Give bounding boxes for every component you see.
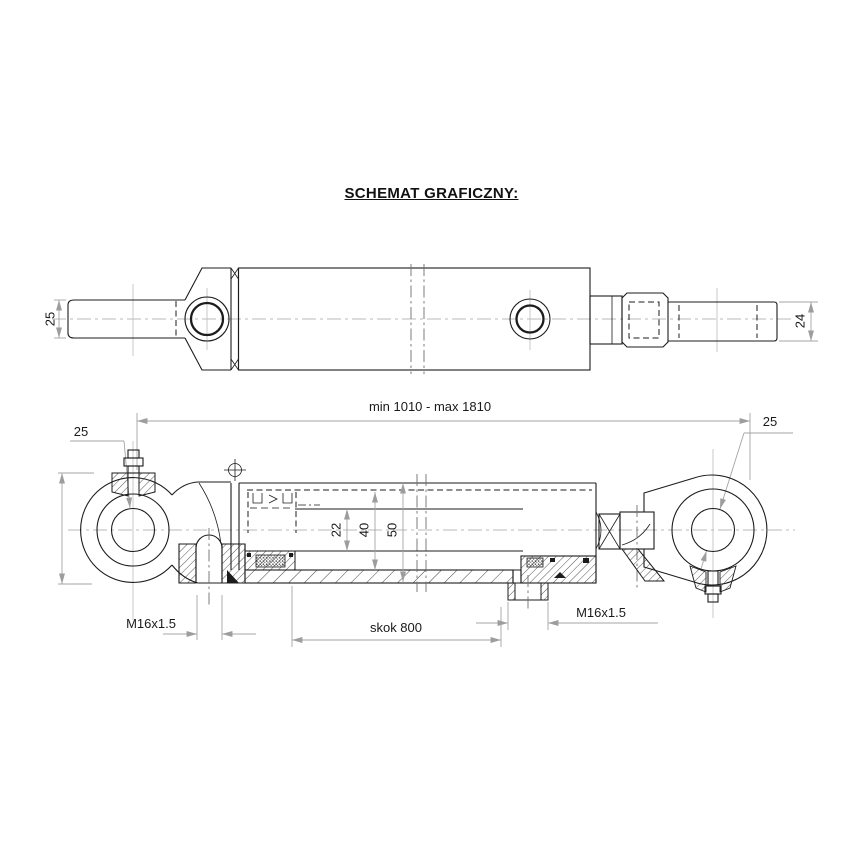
eye-left-mid-circle: [96, 493, 170, 567]
rod-end-assembly: [598, 505, 666, 588]
weld-x-marks: [230, 267, 239, 371]
port-circle-outer: [509, 298, 551, 340]
eye-right-taper: [643, 477, 695, 583]
port-left-thread-label: M16x1.5: [126, 616, 176, 631]
eye-left-cone: [198, 482, 222, 545]
bottom-view: min 1010 - max 1810 25 25: [58, 399, 795, 647]
dim-rod-left-label: 25: [42, 312, 57, 326]
leader-line: [719, 432, 745, 510]
gland-neck: [589, 295, 623, 345]
eye-left-bore: [110, 507, 156, 553]
port-channel: [512, 569, 522, 584]
dim-rod-dia-label: 22: [328, 523, 343, 537]
port-right-boss: [507, 575, 549, 612]
rod-right-outline: [668, 301, 778, 342]
stroke-label: skok 800: [370, 620, 422, 635]
dim-pin-right-label: 25: [763, 414, 777, 429]
coupler-thread-hidden: [628, 301, 660, 339]
page-title: SCHEMAT GRAFICZNY:: [344, 185, 519, 202]
rod-exit-arc: [595, 511, 602, 550]
piston-section: [244, 550, 296, 571]
top-view: 25 24: [42, 264, 818, 374]
eye-right-bore: [690, 507, 736, 553]
cap-head-section: [178, 528, 246, 606]
grease-nipple-bottom: [689, 565, 737, 603]
leader-line: [700, 550, 707, 570]
dim-outer-dia-label: 50: [384, 523, 399, 537]
coupler-block: [621, 292, 669, 348]
port-right-thread-label: M16x1.5: [576, 605, 626, 620]
dim-total-length-label: min 1010 - max 1810: [369, 399, 491, 414]
dim-pin-left-label: 25: [74, 424, 88, 439]
barrel-wall-section: [244, 569, 514, 584]
eye-outer-circle: [184, 296, 230, 342]
grease-nipple-top: [111, 449, 156, 497]
rod-eye-outline: [184, 267, 231, 371]
port-circle-inner: [515, 304, 545, 334]
dim-bore-dia-label: 40: [356, 523, 371, 537]
weld-fillet-mark: [227, 570, 239, 583]
eye-bore-circle: [189, 301, 225, 337]
vent-port-symbol: [224, 459, 246, 481]
dim-rod-right-label: 24: [792, 314, 807, 328]
rod-gland-section: [512, 555, 597, 584]
eye-right-section-wedge: [621, 548, 666, 582]
rod-left-outline: [67, 299, 185, 339]
internal-hidden-detail: [250, 493, 320, 509]
